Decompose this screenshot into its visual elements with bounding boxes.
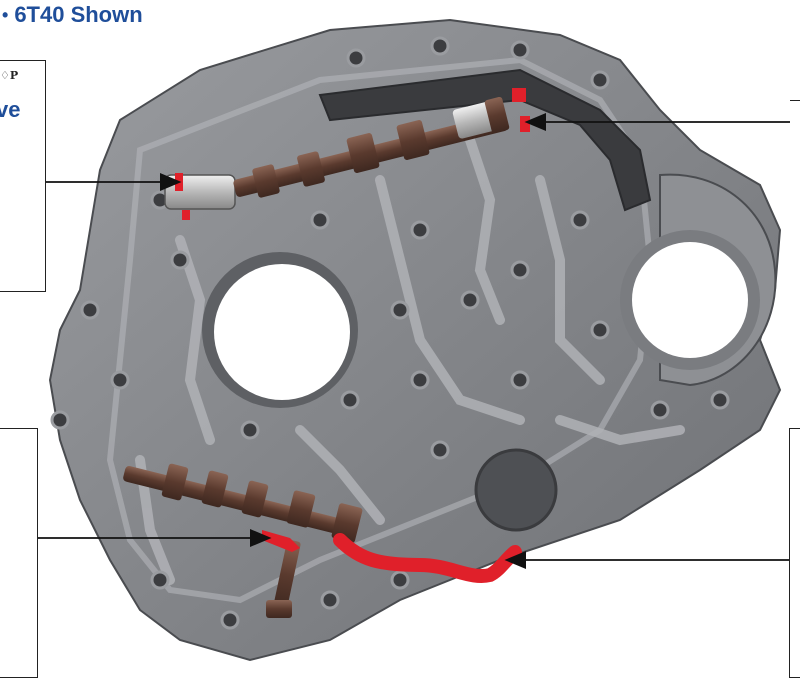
highlighted-passage [333,533,522,583]
lower-spool-valve [123,463,363,618]
callout-label-top-left: ve [0,97,21,122]
callout-line-top-right [790,100,800,140]
brand-logo-icon: ♢P [0,69,19,82]
valve-bore-channel [318,68,652,212]
bolt-holes [50,36,730,630]
casting-bore-right-hole [632,242,748,358]
accumulator-pocket [474,448,558,532]
title-bullet-icon: • [2,4,9,25]
fluid-passages [135,135,685,585]
upper-spool-valve [164,96,510,210]
casting-bore-left-hole [214,264,350,400]
title-text: 6T40 Shown [14,2,143,27]
diagram-title: • 6T40 Shown [0,0,143,30]
callout-box-top-left: ♢P ve [0,60,46,292]
casting-ridge [106,56,654,604]
callout-box-bottom-left [0,428,38,678]
callout-arrows [38,113,790,569]
